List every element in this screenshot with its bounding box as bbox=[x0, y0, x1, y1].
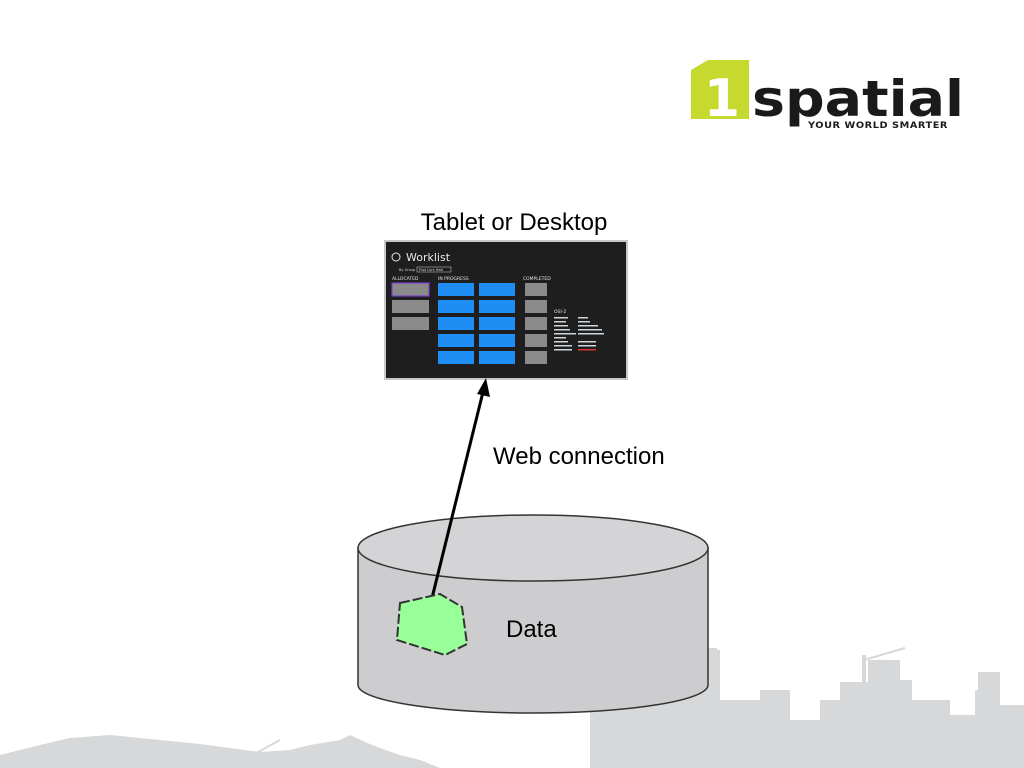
detail-title: OSI-2 bbox=[554, 309, 566, 315]
task-tile bbox=[391, 282, 430, 297]
connection-label: Web connection bbox=[493, 443, 665, 470]
logo-tagline: YOUR WORLD SMARTER bbox=[807, 121, 948, 131]
task-tile bbox=[525, 317, 547, 330]
data-shape bbox=[395, 592, 469, 657]
task-tile bbox=[479, 283, 515, 296]
task-tile bbox=[438, 351, 474, 364]
task-tile bbox=[438, 300, 474, 313]
company-logo: 1 spatial YOUR WORLD SMARTER bbox=[691, 60, 964, 131]
logo-number: 1 bbox=[704, 69, 740, 129]
detail-lines bbox=[554, 317, 604, 351]
logo-mark bbox=[691, 60, 749, 119]
task-tile bbox=[479, 351, 515, 364]
task-tile bbox=[525, 300, 547, 313]
worklist-screenshot: Worklist By Group Pilot Cork Hedi ALLOCA… bbox=[384, 240, 628, 380]
task-tile bbox=[479, 300, 515, 313]
task-tile bbox=[438, 283, 474, 296]
worklist-title: Worklist bbox=[406, 251, 451, 264]
web-connection-arrow bbox=[430, 378, 490, 599]
task-tile bbox=[479, 334, 515, 347]
task-tile bbox=[438, 317, 474, 330]
task-tile bbox=[525, 351, 547, 364]
logo-wordmark: spatial bbox=[752, 70, 964, 128]
task-tile bbox=[438, 334, 474, 347]
task-tile bbox=[392, 300, 429, 313]
data-label: Data bbox=[506, 616, 557, 643]
column-header-in-progress: IN PROGRESS bbox=[438, 276, 469, 282]
group-label: By Group bbox=[399, 268, 416, 272]
group-select bbox=[416, 266, 452, 273]
column-header-allocated: ALLOCATED bbox=[392, 276, 419, 282]
group-value: Pilot Cork Hedi bbox=[419, 268, 443, 272]
task-tile bbox=[525, 283, 547, 296]
database-cylinder bbox=[357, 514, 709, 714]
task-tile bbox=[525, 334, 547, 347]
column-header-completed: COMPLETED bbox=[523, 276, 551, 282]
task-tile bbox=[479, 317, 515, 330]
task-tile bbox=[392, 317, 429, 330]
cylinder-top bbox=[357, 514, 709, 582]
device-label: Tablet or Desktop bbox=[421, 209, 608, 236]
back-arrow-icon bbox=[391, 252, 401, 262]
